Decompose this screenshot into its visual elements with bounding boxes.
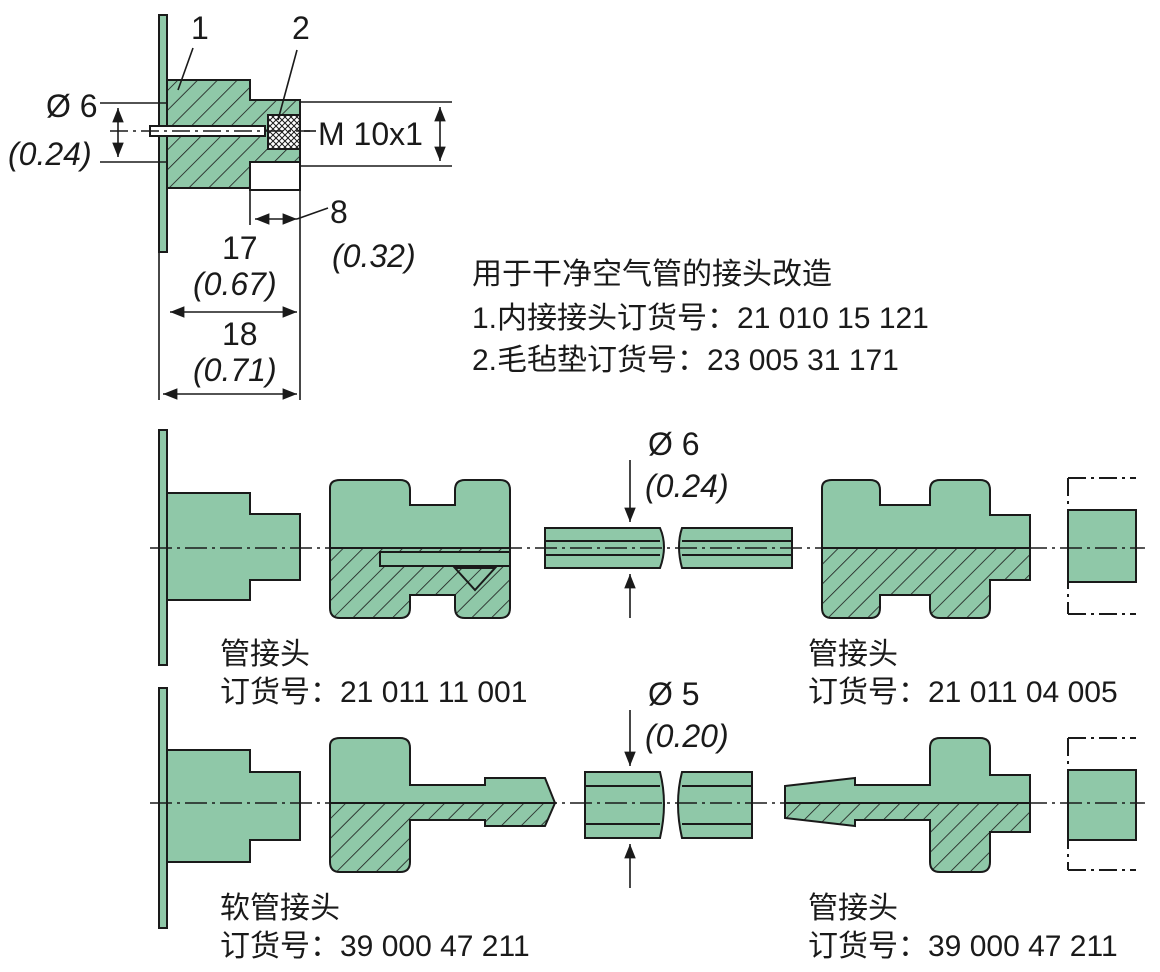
top-fitting-section (149, 14, 301, 253)
felt-pad (267, 114, 301, 150)
dia-inch: (0.24) (8, 136, 92, 172)
row2-tube-dia: Ø 5 (648, 676, 700, 712)
row2-hose-fitting-right (784, 737, 1031, 873)
row1-right-fitting (821, 479, 1031, 619)
row2-right-order: 订货号：39 000 47 211 (808, 930, 1118, 963)
row1-stub (1067, 477, 1137, 615)
dim-8-inch: (0.32) (332, 238, 416, 274)
thread-boss (249, 161, 301, 191)
row1-left-fitting (329, 479, 511, 619)
row1-tube-dia-inch: (0.24) (645, 468, 729, 504)
row2-right-name: 管接头 (808, 892, 898, 925)
dia-label: Ø 6 (46, 88, 98, 124)
row2-left-order: 订货号：39 000 47 211 (220, 930, 530, 963)
row2-left-name: 软管接头 (220, 892, 340, 925)
notes-item-2: 2.毛毡垫订货号：23 005 31 171 (472, 344, 899, 377)
row2-hose-fitting-left (329, 737, 557, 873)
row1-right-name: 管接头 (808, 638, 898, 671)
notes-item-1: 1.内接接头订货号：21 010 15 121 (472, 302, 929, 335)
dim-8: 8 (330, 194, 348, 230)
notes-title: 用于干净空气管的接头改造 (472, 258, 832, 291)
row1-tube (544, 527, 793, 569)
row1-tube-dia: Ø 6 (648, 426, 700, 462)
row1-right-order: 订货号：21 011 04 005 (808, 676, 1118, 709)
row2-tube (584, 771, 753, 839)
dim-17-inch: (0.67) (193, 266, 277, 302)
dim-18: 18 (222, 316, 258, 352)
dim-18-inch: (0.71) (193, 352, 277, 388)
dim-17: 17 (222, 230, 258, 266)
row2-wall-adapter (158, 687, 301, 929)
row1-left-name: 管接头 (220, 638, 310, 671)
row1-left-order: 订货号：21 011 11 001 (220, 676, 528, 709)
callout-2: 2 (292, 10, 310, 46)
callout-1: 1 (191, 10, 209, 46)
row2-stub (1067, 737, 1137, 871)
row2-tube-dia-inch: (0.20) (645, 718, 729, 754)
thread-label: M 10x1 (318, 116, 423, 152)
